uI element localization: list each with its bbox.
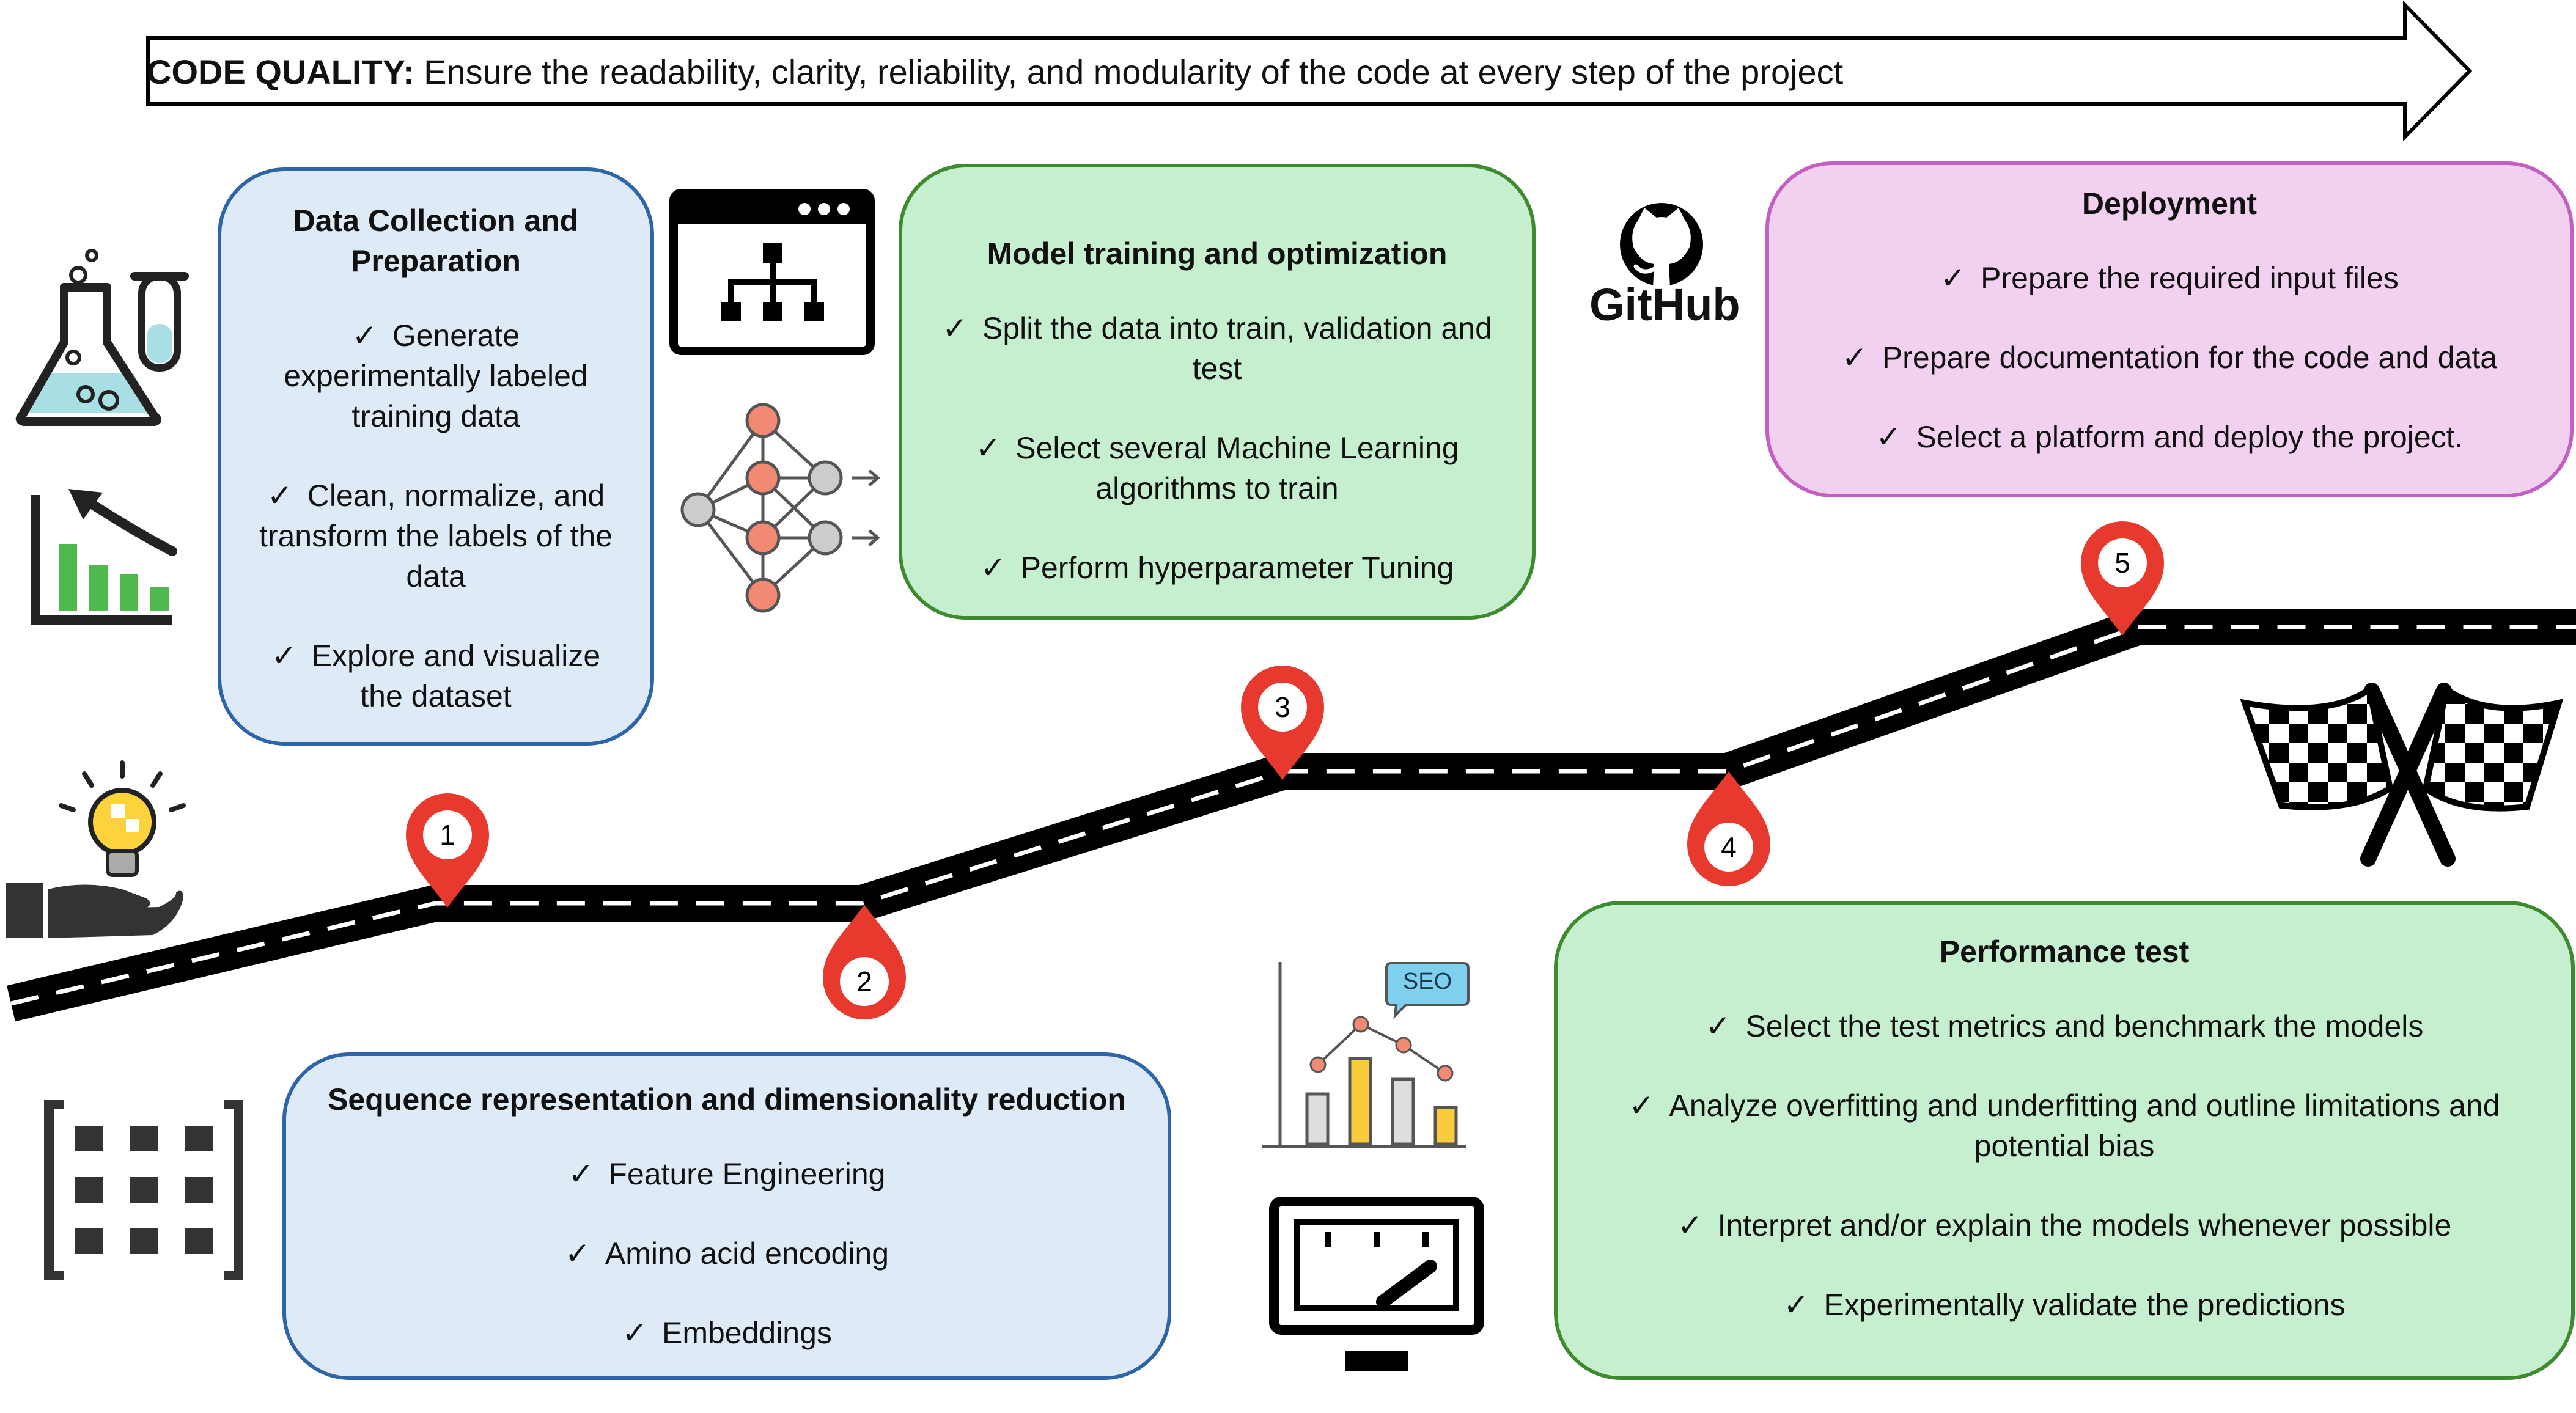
step-2-title: Sequence representation and dimensionali…: [328, 1082, 1126, 1117]
step-4-item: ✓Analyze overfitting and underfitting an…: [1628, 1088, 2500, 1163]
step-4-item: ✓Experimentally validate the predictions: [1783, 1288, 2346, 1322]
github-label: GitHub: [1589, 279, 1740, 330]
step-1-box: Data Collection and Preparation ✓Generat…: [218, 167, 654, 746]
step-2-item: ✓Amino acid encoding: [564, 1236, 889, 1271]
step-2-item: ✓Embeddings: [622, 1316, 832, 1350]
step-1-title: Data Collection and Preparation: [293, 204, 579, 278]
step-1-item: ✓Clean, normalize, and transform the lab…: [259, 479, 613, 593]
step-4-item: ✓Select the test metrics and benchmark t…: [1705, 1009, 2424, 1043]
step-number-5: 5: [2114, 547, 2130, 579]
pin-4: [1687, 771, 1770, 886]
neural-network-icon: [680, 403, 880, 613]
step-number-1: 1: [440, 819, 455, 851]
step-number-3: 3: [1275, 691, 1290, 723]
step-number-4: 4: [1721, 831, 1737, 863]
step-5-item: ✓Prepare the required input files: [1940, 261, 2399, 295]
pin-1: [406, 793, 489, 908]
step-1-item: ✓Generate experimentally labeled trainin…: [284, 318, 588, 433]
gauge-monitor-icon: [1269, 1197, 1484, 1371]
hierarchy-window-icon: [669, 189, 875, 355]
step-5-item: ✓Select a platform and deploy the projec…: [1875, 420, 2464, 454]
step-1-item: ✓Explore and visualize the dataset: [271, 639, 601, 713]
seo-label: SEO: [1402, 969, 1452, 994]
seo-chart-icon: [1262, 962, 1470, 1148]
step-4-box: Performance test ✓Select the test metric…: [1554, 901, 2575, 1380]
step-3-title: Model training and optimization: [987, 237, 1448, 271]
step-4-title: Performance test: [1939, 934, 2190, 969]
step-2-item: ✓Feature Engineering: [568, 1157, 886, 1191]
step-3-box: Model training and optimization ✓Split t…: [899, 164, 1536, 620]
declining-bar-chart-icon: [31, 489, 177, 625]
step-2-box: Sequence representation and dimensionali…: [282, 1052, 1171, 1380]
step-5-item: ✓Prepare documentation for the code and …: [1841, 340, 2498, 375]
idea-hand-icon: [6, 760, 186, 938]
github-icon: [1620, 203, 1703, 287]
step-3-item: ✓Split the data into train, validation a…: [942, 311, 1492, 386]
step-5-title: Deployment: [2081, 186, 2258, 221]
checkered-flags-icon: [2240, 683, 2564, 867]
pin-3: [1241, 666, 1324, 780]
matrix-brackets-icon: [44, 1100, 243, 1280]
code-quality-arrow: [146, 0, 2473, 142]
banner-text: Ensure the readability, clarity, reliabi…: [414, 53, 1844, 91]
pin-2: [823, 905, 906, 1019]
step-4-item: ✓Interpret and/or explain the models whe…: [1677, 1208, 2452, 1242]
lab-flask-icon: [15, 249, 189, 426]
code-quality-banner: CODE QUALITY: Ensure the readability, cl…: [147, 50, 2268, 94]
step-5-box: Deployment ✓Prepare the required input f…: [1765, 161, 2574, 497]
step-3-item: ✓Perform hyperparameter Tuning: [980, 551, 1454, 585]
pin-5: [2081, 521, 2164, 636]
step-3-item: ✓Select several Machine Learning algorit…: [975, 431, 1459, 505]
step-number-2: 2: [856, 966, 872, 997]
banner-label: CODE QUALITY:: [147, 53, 414, 91]
